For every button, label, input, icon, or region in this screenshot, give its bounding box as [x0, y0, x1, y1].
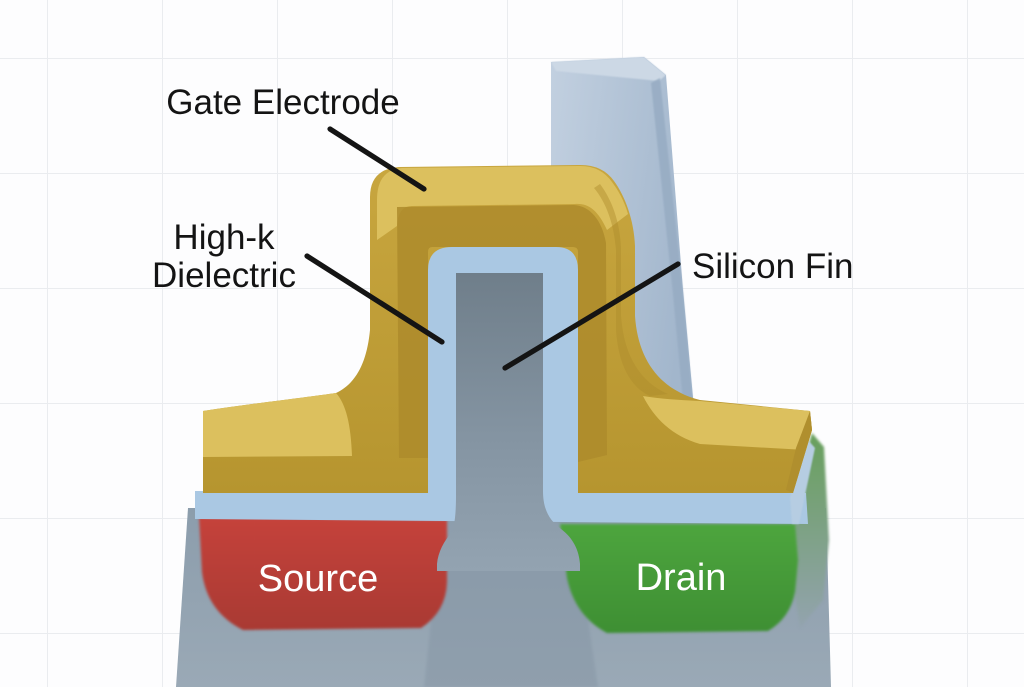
silicon-fin-face — [437, 273, 580, 571]
gate-crown-top — [377, 165, 628, 240]
source-region — [199, 517, 447, 630]
substrate-center-shade — [424, 565, 598, 687]
gate-end-cap — [786, 411, 812, 493]
gate-brim-top-left — [203, 393, 352, 457]
high-k-label-line1: High-k — [173, 218, 275, 257]
high-k-leader-line — [304, 253, 445, 345]
high-k-label-line2: Dielectric — [152, 256, 296, 295]
gate-electrode-label: Gate Electrode — [166, 83, 399, 122]
silicon-fin-leader-line — [502, 261, 681, 371]
fin-slab-right-edge — [651, 78, 696, 445]
dielectric-corner-sliver — [790, 440, 815, 524]
drain-label: Drain — [636, 557, 727, 599]
silicon-fin-label: Silicon Fin — [692, 247, 853, 286]
fin-slab-bevel — [551, 57, 666, 81]
drain-region — [560, 524, 798, 633]
source-label: Source — [258, 558, 378, 600]
gate-electrode-leader-line — [327, 126, 427, 192]
gate-inner-arch — [397, 205, 607, 462]
gate-brim-top-right — [643, 396, 812, 450]
